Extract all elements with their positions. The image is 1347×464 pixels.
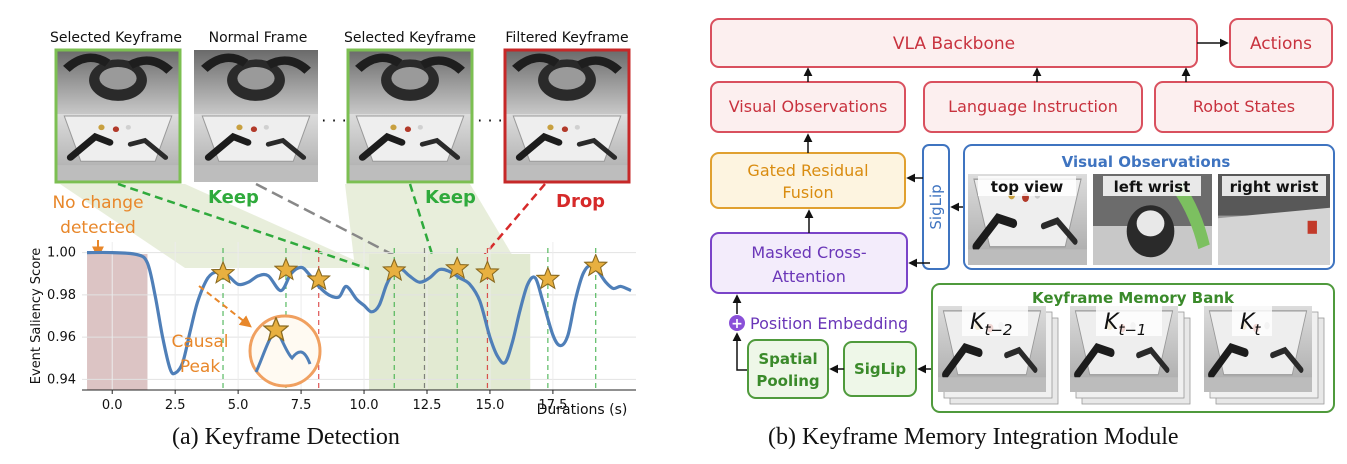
y-axis-title: Event Saliency Score (29, 248, 44, 384)
robot-states-box (1154, 81, 1334, 133)
keyframe-star-7 (584, 253, 608, 276)
position-embedding-label: Position Embedding (750, 314, 908, 333)
caption-panel-a: (a) Keyframe Detection (172, 424, 400, 450)
panel-a-keyframe-detection: Selected Keyframe Normal Frame Selected … (29, 30, 636, 418)
memory-bank-title: Keyframe Memory Bank (1032, 289, 1235, 307)
frame-thumbnail-selected-2 (346, 48, 474, 184)
x-axis-title: Durations (s) (537, 402, 628, 418)
x-tick-label-6: 15.0 (475, 398, 504, 413)
x-tick-label-2: 5.0 (228, 398, 249, 413)
vla-backbone-label: VLA Backbone (893, 34, 1015, 54)
ellipsis-2: · · · (477, 111, 502, 130)
keep-funnel-shade-2 (345, 184, 520, 268)
masked-attention-label-line1: Masked Cross- (751, 243, 866, 262)
siglip-vertical-label: SigLip (927, 184, 945, 229)
spatial-pooling-box (747, 339, 829, 399)
x-tick-label-0: 0.0 (102, 398, 123, 413)
keep-label-1: Keep (208, 187, 259, 208)
causal-peak-inset: Causal Peak (171, 285, 322, 388)
no-change-label-line1: No change (52, 193, 143, 213)
no-change-label-line2: detected (60, 218, 136, 238)
spatial-pooling-label-line1: Spatial (758, 350, 817, 368)
keep-connector-2 (408, 183, 439, 271)
plus-symbol: + (731, 316, 743, 332)
memory-keyframe-label-2: Kt−1 (1096, 306, 1162, 339)
spatial-pooling-label-line2: Pooling (756, 372, 819, 390)
frame-thumbnail-selected-1 (54, 48, 182, 184)
view-label-top: top view (991, 178, 1064, 196)
y-tick-label-2: 0.98 (47, 288, 76, 303)
caption-panel-b: (b) Keyframe Memory Integration Module (768, 424, 1179, 450)
actions-label: Actions (1250, 34, 1312, 54)
memory-keyframe-label-3: Kt (1232, 306, 1272, 339)
y-tick-label-1: 0.96 (47, 330, 76, 345)
causal-peak-label-line2: Peak (180, 357, 221, 377)
drop-label: Drop (556, 191, 605, 212)
position-embedding-plus-icon (729, 315, 745, 331)
frame-label-2: Normal Frame (209, 30, 308, 46)
keep-funnel-shade (60, 184, 372, 268)
visual-observations-label: Visual Observations (729, 97, 888, 116)
keep-label-2: Keep (425, 187, 476, 208)
normal-connector (255, 182, 408, 264)
pooling-to-plus-line (732, 332, 748, 371)
actions-box (1229, 18, 1333, 68)
gated-fusion-label-line2: Fusion (782, 183, 833, 202)
svg-text:Kt−2: Kt−2 (970, 310, 1012, 339)
frame-thumbnail-normal (194, 50, 318, 182)
view-label-left-wrist: left wrist (1114, 178, 1191, 196)
svg-text:Kt: Kt (1240, 310, 1261, 339)
x-tick-label-3: 7.5 (291, 398, 312, 413)
saliency-curve (86, 250, 632, 376)
figure-canvas: Selected Keyframe Normal Frame Selected … (29, 18, 1335, 418)
x-tick-label-4: 10.0 (350, 398, 379, 413)
siglip-box-label: SigLip (854, 360, 906, 378)
gated-fusion-label-line1: Gated Residual (747, 161, 868, 180)
x-tick-label-1: 2.5 (165, 398, 186, 413)
svg-text:Kt−1: Kt−1 (1104, 310, 1146, 339)
language-instruction-box (923, 81, 1143, 133)
siglip-vertical-box (922, 144, 950, 270)
memory-keyframe-label-1: Kt−2 (962, 306, 1028, 339)
x-tick-label-5: 12.5 (413, 398, 442, 413)
x-tick-label-7: 17.5 (538, 398, 567, 413)
saliency-chart: 0.0 2.5 5.0 7.5 10.0 12.5 15.0 17.5 0.94 0.96 0.98… (29, 242, 636, 418)
view-label-right-wrist: right wrist (1230, 178, 1319, 196)
keep-connector-1 (117, 182, 373, 272)
frame-label-3: Selected Keyframe (344, 30, 476, 46)
ellipsis-1: · · · (321, 111, 346, 130)
panel-b-memory-module: VLA Backbone Actions Visual Observations… (710, 18, 1335, 413)
visual-observations-panel-title: Visual Observations (1062, 153, 1231, 171)
frame-thumbnail-filtered (503, 48, 631, 184)
shaded-span-0 (87, 254, 148, 390)
causal-peak-label-line1: Causal (171, 332, 228, 352)
robot-states-label: Robot States (1193, 97, 1295, 116)
language-instruction-label: Language Instruction (948, 97, 1118, 116)
y-tick-label-0: 0.94 (47, 372, 76, 387)
masked-attention-label-line2: Attention (772, 267, 846, 286)
frame-label-4: Filtered Keyframe (505, 30, 628, 46)
y-tick-label-3: 1.00 (47, 246, 76, 261)
frame-label-1: Selected Keyframe (50, 30, 182, 46)
